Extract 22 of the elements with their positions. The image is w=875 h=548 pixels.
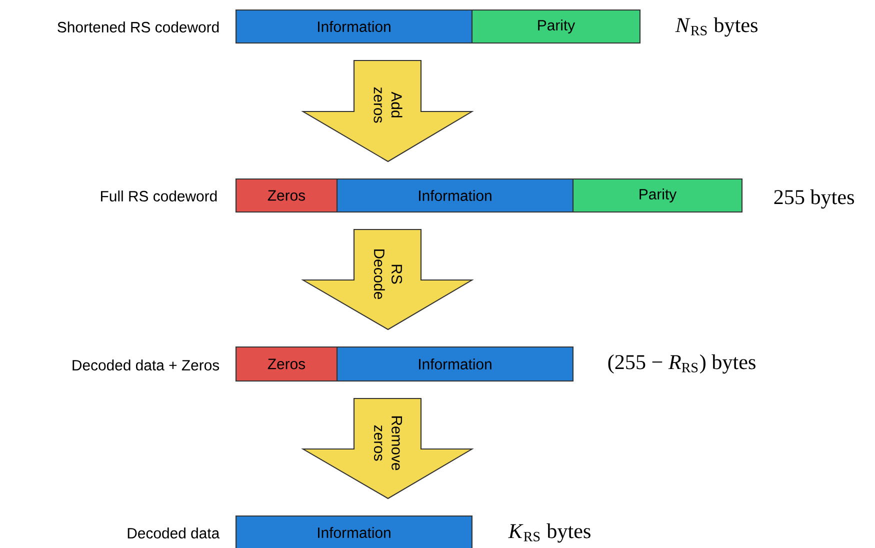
down-arrow bbox=[301, 60, 474, 162]
edge-label: Add zeros bbox=[374, 87, 402, 123]
data-segment: Information bbox=[336, 346, 574, 382]
data-segment: Parity bbox=[472, 9, 641, 44]
data-segment: Zeros bbox=[235, 178, 338, 213]
size-label: K$_{RS}$ bytes bbox=[508, 523, 590, 543]
edge-label: RS Decode bbox=[374, 249, 402, 300]
size-label: N$_{RS}$ bytes bbox=[675, 17, 758, 37]
size-label: (255 − R$_{RS}$) bytes bbox=[608, 354, 756, 374]
down-arrow bbox=[301, 229, 474, 330]
row-label: Full RS codeword bbox=[101, 190, 217, 202]
data-segment: Information bbox=[336, 178, 574, 213]
size-label: 255 bytes bbox=[774, 189, 854, 209]
row-label: Decoded data bbox=[128, 528, 220, 538]
data-segment: Parity bbox=[572, 178, 743, 213]
edge-label: Remove zeros bbox=[374, 416, 402, 470]
data-segment: Information bbox=[236, 9, 472, 44]
data-segment: Zeros bbox=[235, 346, 338, 382]
row-label: Shortened RS codeword bbox=[58, 22, 219, 32]
down-arrow bbox=[301, 398, 474, 500]
data-segment: Information bbox=[236, 515, 472, 548]
row-label: Decoded data + Zeros bbox=[72, 360, 220, 370]
